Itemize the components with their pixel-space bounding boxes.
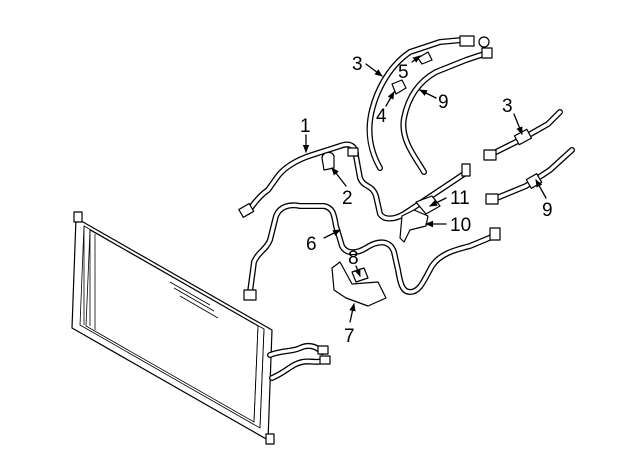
ac-line-1	[238, 141, 471, 222]
callout-11: 11	[450, 188, 470, 209]
condenser	[71, 211, 275, 445]
callout-6: 6	[306, 234, 317, 255]
callout-3-upper: 3	[352, 54, 363, 75]
ac-hose-3-upper	[366, 35, 490, 171]
callout-labels: 1 2 3 3 4 5 6 7 8 9 9 10 11	[300, 54, 553, 347]
callout-7: 7	[344, 326, 355, 347]
callout-1: 1	[300, 116, 311, 137]
callout-2: 2	[342, 188, 353, 209]
callout-9-upper: 9	[438, 92, 449, 113]
clip-2	[321, 151, 335, 171]
ac-hose-9-right	[485, 147, 575, 205]
clip-4	[391, 79, 407, 95]
condenser-fitting	[267, 342, 331, 381]
ac-line-6	[243, 202, 501, 301]
ac-hose-3-right	[483, 109, 563, 161]
ac-hose-9-upper	[400, 47, 493, 175]
callout-10: 10	[450, 215, 471, 236]
leader-lines	[302, 55, 547, 323]
clip-11	[415, 195, 441, 215]
callout-3-right: 3	[502, 96, 513, 117]
callout-4: 4	[376, 106, 387, 127]
bracket-7	[331, 261, 387, 307]
clip-5	[417, 51, 433, 65]
callout-8: 8	[348, 248, 359, 269]
callout-9-right: 9	[542, 200, 553, 221]
bracket-10	[399, 209, 429, 243]
callout-5: 5	[398, 62, 409, 83]
